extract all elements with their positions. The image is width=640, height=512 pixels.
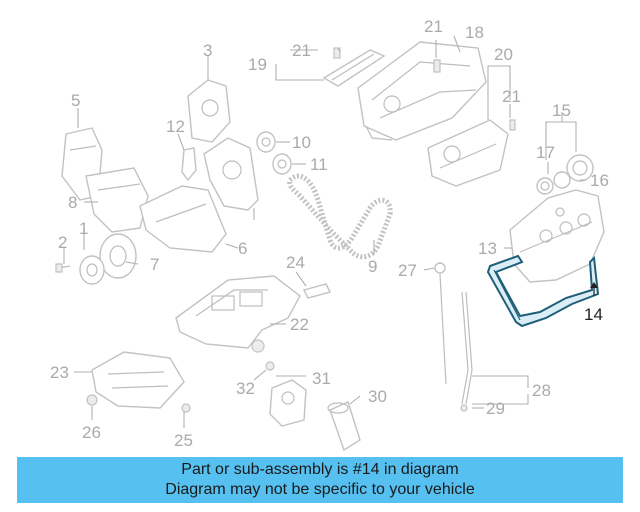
idler-10: [256, 131, 276, 153]
callout-6: 6: [238, 239, 247, 258]
callout-21-a: 21: [292, 41, 311, 60]
callout-27: 27: [398, 261, 417, 280]
cover-bracket-19: [322, 49, 386, 87]
callout-3: 3: [203, 41, 212, 60]
callout-32: 32: [236, 379, 255, 398]
engine-cover: [357, 41, 487, 141]
callout-19: 19: [248, 55, 267, 74]
callout-22: 22: [290, 315, 309, 334]
callout-10: 10: [292, 133, 311, 152]
callout-31: 31: [312, 369, 331, 388]
gasket-25: [181, 403, 191, 413]
callout-26: 26: [82, 423, 101, 442]
bolt-2: [55, 263, 71, 273]
parts-diagram: 1 2 3 5 6 7 8 9 10 11 12 13 14 15 16 17 …: [50, 17, 609, 452]
callout-15: 15: [552, 101, 571, 120]
bolt-21-b: [433, 59, 441, 73]
valve-cover-13: [509, 189, 605, 283]
drain-plug-26: [86, 394, 98, 406]
timing-cover-lower-8: [85, 167, 149, 233]
callout-9: 9: [368, 257, 377, 276]
callout-21-c: 21: [502, 87, 521, 106]
dipstick-27: [434, 262, 447, 385]
callout-21-b: 21: [424, 17, 443, 36]
pulley-1: [79, 255, 105, 285]
leader-lines: [63, 35, 598, 428]
dipstick-tube-28: [460, 291, 473, 412]
oil-filter-30: [327, 401, 361, 452]
seal-ring-16: [553, 171, 571, 189]
timing-cover-6: [139, 185, 227, 253]
callout-24: 24: [286, 253, 305, 272]
callout-16: 16: [590, 171, 609, 190]
callout-5: 5: [71, 91, 80, 110]
seal-ring-17: [536, 177, 554, 195]
callout-23: 23: [50, 363, 69, 382]
pulley-7: [99, 233, 137, 279]
bolt-21-c: [509, 119, 516, 131]
callout-30: 30: [368, 387, 387, 406]
callout-17: 17: [536, 143, 555, 162]
oil-filler-cap: [566, 154, 594, 182]
callout-11: 11: [310, 155, 328, 174]
callout-25: 25: [174, 431, 193, 450]
idler-11: [272, 153, 292, 175]
callout-29: 29: [486, 399, 505, 418]
banner-line-disclaimer: Diagram may not be specific to your vehi…: [165, 481, 475, 498]
oil-filter-housing-31: [269, 379, 307, 427]
sensor-24: [302, 283, 332, 299]
callout-13: 13: [478, 239, 497, 258]
timing-belt-9: [287, 173, 393, 260]
callout-8: 8: [68, 193, 77, 212]
callout-20: 20: [494, 45, 513, 64]
callout-14: 14: [584, 305, 603, 324]
callout-7: 7: [150, 255, 159, 274]
banner-line-part: Part or sub-assembly is #14 in diagram: [181, 461, 459, 478]
valve-cover-gasket-14: [486, 254, 600, 328]
callout-12: 12: [166, 117, 185, 136]
callout-1: 1: [79, 219, 88, 238]
timing-cover-4: [203, 137, 259, 211]
oil-pan-upper-22: [175, 275, 301, 353]
callout-18: 18: [465, 23, 484, 42]
callout-numbers: 1 2 3 5 6 7 8 9 10 11 12 13 14 15 16 17 …: [50, 17, 609, 450]
callout-2: 2: [58, 233, 67, 252]
tensioner-12: [181, 147, 197, 182]
bolt-21-a: [333, 47, 341, 59]
sensor-32: [265, 361, 275, 371]
timing-cover-3: [187, 79, 231, 143]
head-cover-upper: [427, 119, 509, 187]
callout-28: 28: [532, 381, 551, 400]
info-banner: Part or sub-assembly is #14 in diagram D…: [17, 457, 623, 503]
oil-pan-lower-23: [91, 351, 185, 409]
